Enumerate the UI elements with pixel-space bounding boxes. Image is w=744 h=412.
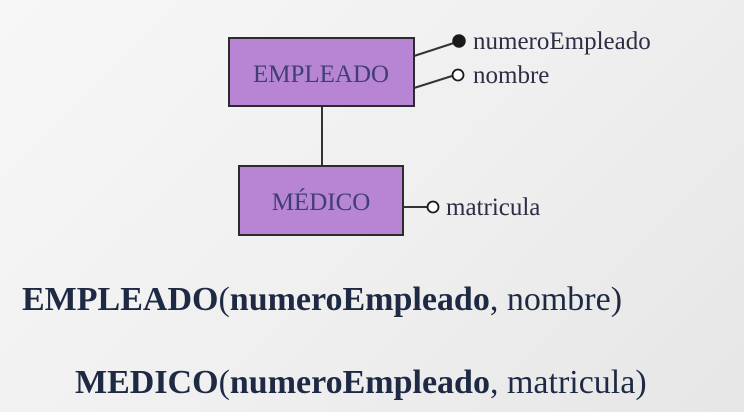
attribute-dot-icon bbox=[451, 68, 465, 82]
entity-medico[interactable]: MÉDICO bbox=[238, 165, 404, 236]
schema-open-paren: ( bbox=[218, 364, 230, 401]
schema-open-paren: ( bbox=[218, 281, 230, 318]
attribute-connector bbox=[413, 41, 458, 57]
attribute-nombre: nombre bbox=[413, 62, 549, 89]
er-diagram: EMPLEADO numeroEmpleado nombre MÉDICO ma… bbox=[228, 28, 651, 236]
entity-empleado-label: EMPLEADO bbox=[253, 61, 389, 88]
schema-table-name: EMPLEADO bbox=[22, 281, 219, 318]
schema-attributes: , nombre) bbox=[489, 281, 623, 318]
schema-primary-key: numeroEmpleado bbox=[229, 364, 490, 401]
attribute-matricula: matricula bbox=[403, 194, 540, 221]
attribute-numeroempleado: numeroEmpleado bbox=[413, 28, 651, 57]
attribute-dot-icon bbox=[426, 200, 440, 214]
attribute-numeroempleado-label: numeroEmpleado bbox=[473, 28, 651, 55]
schema-primary-key: numeroEmpleado bbox=[229, 281, 490, 318]
schema-table-name: MEDICO bbox=[75, 364, 219, 401]
attribute-connector bbox=[413, 75, 453, 89]
attribute-matricula-label: matricula bbox=[446, 194, 540, 221]
attribute-nombre-label: nombre bbox=[473, 62, 549, 89]
relational-schema-empleado: EMPLEADO(numeroEmpleado, nombre) bbox=[22, 283, 622, 317]
relational-schema-medico: MEDICO(numeroEmpleado, matricula) bbox=[75, 366, 647, 400]
key-attribute-dot-icon bbox=[452, 34, 466, 48]
entity-medico-label: MÉDICO bbox=[272, 188, 371, 216]
schema-attributes: , matricula) bbox=[489, 364, 647, 401]
entity-empleado[interactable]: EMPLEADO bbox=[228, 37, 415, 107]
